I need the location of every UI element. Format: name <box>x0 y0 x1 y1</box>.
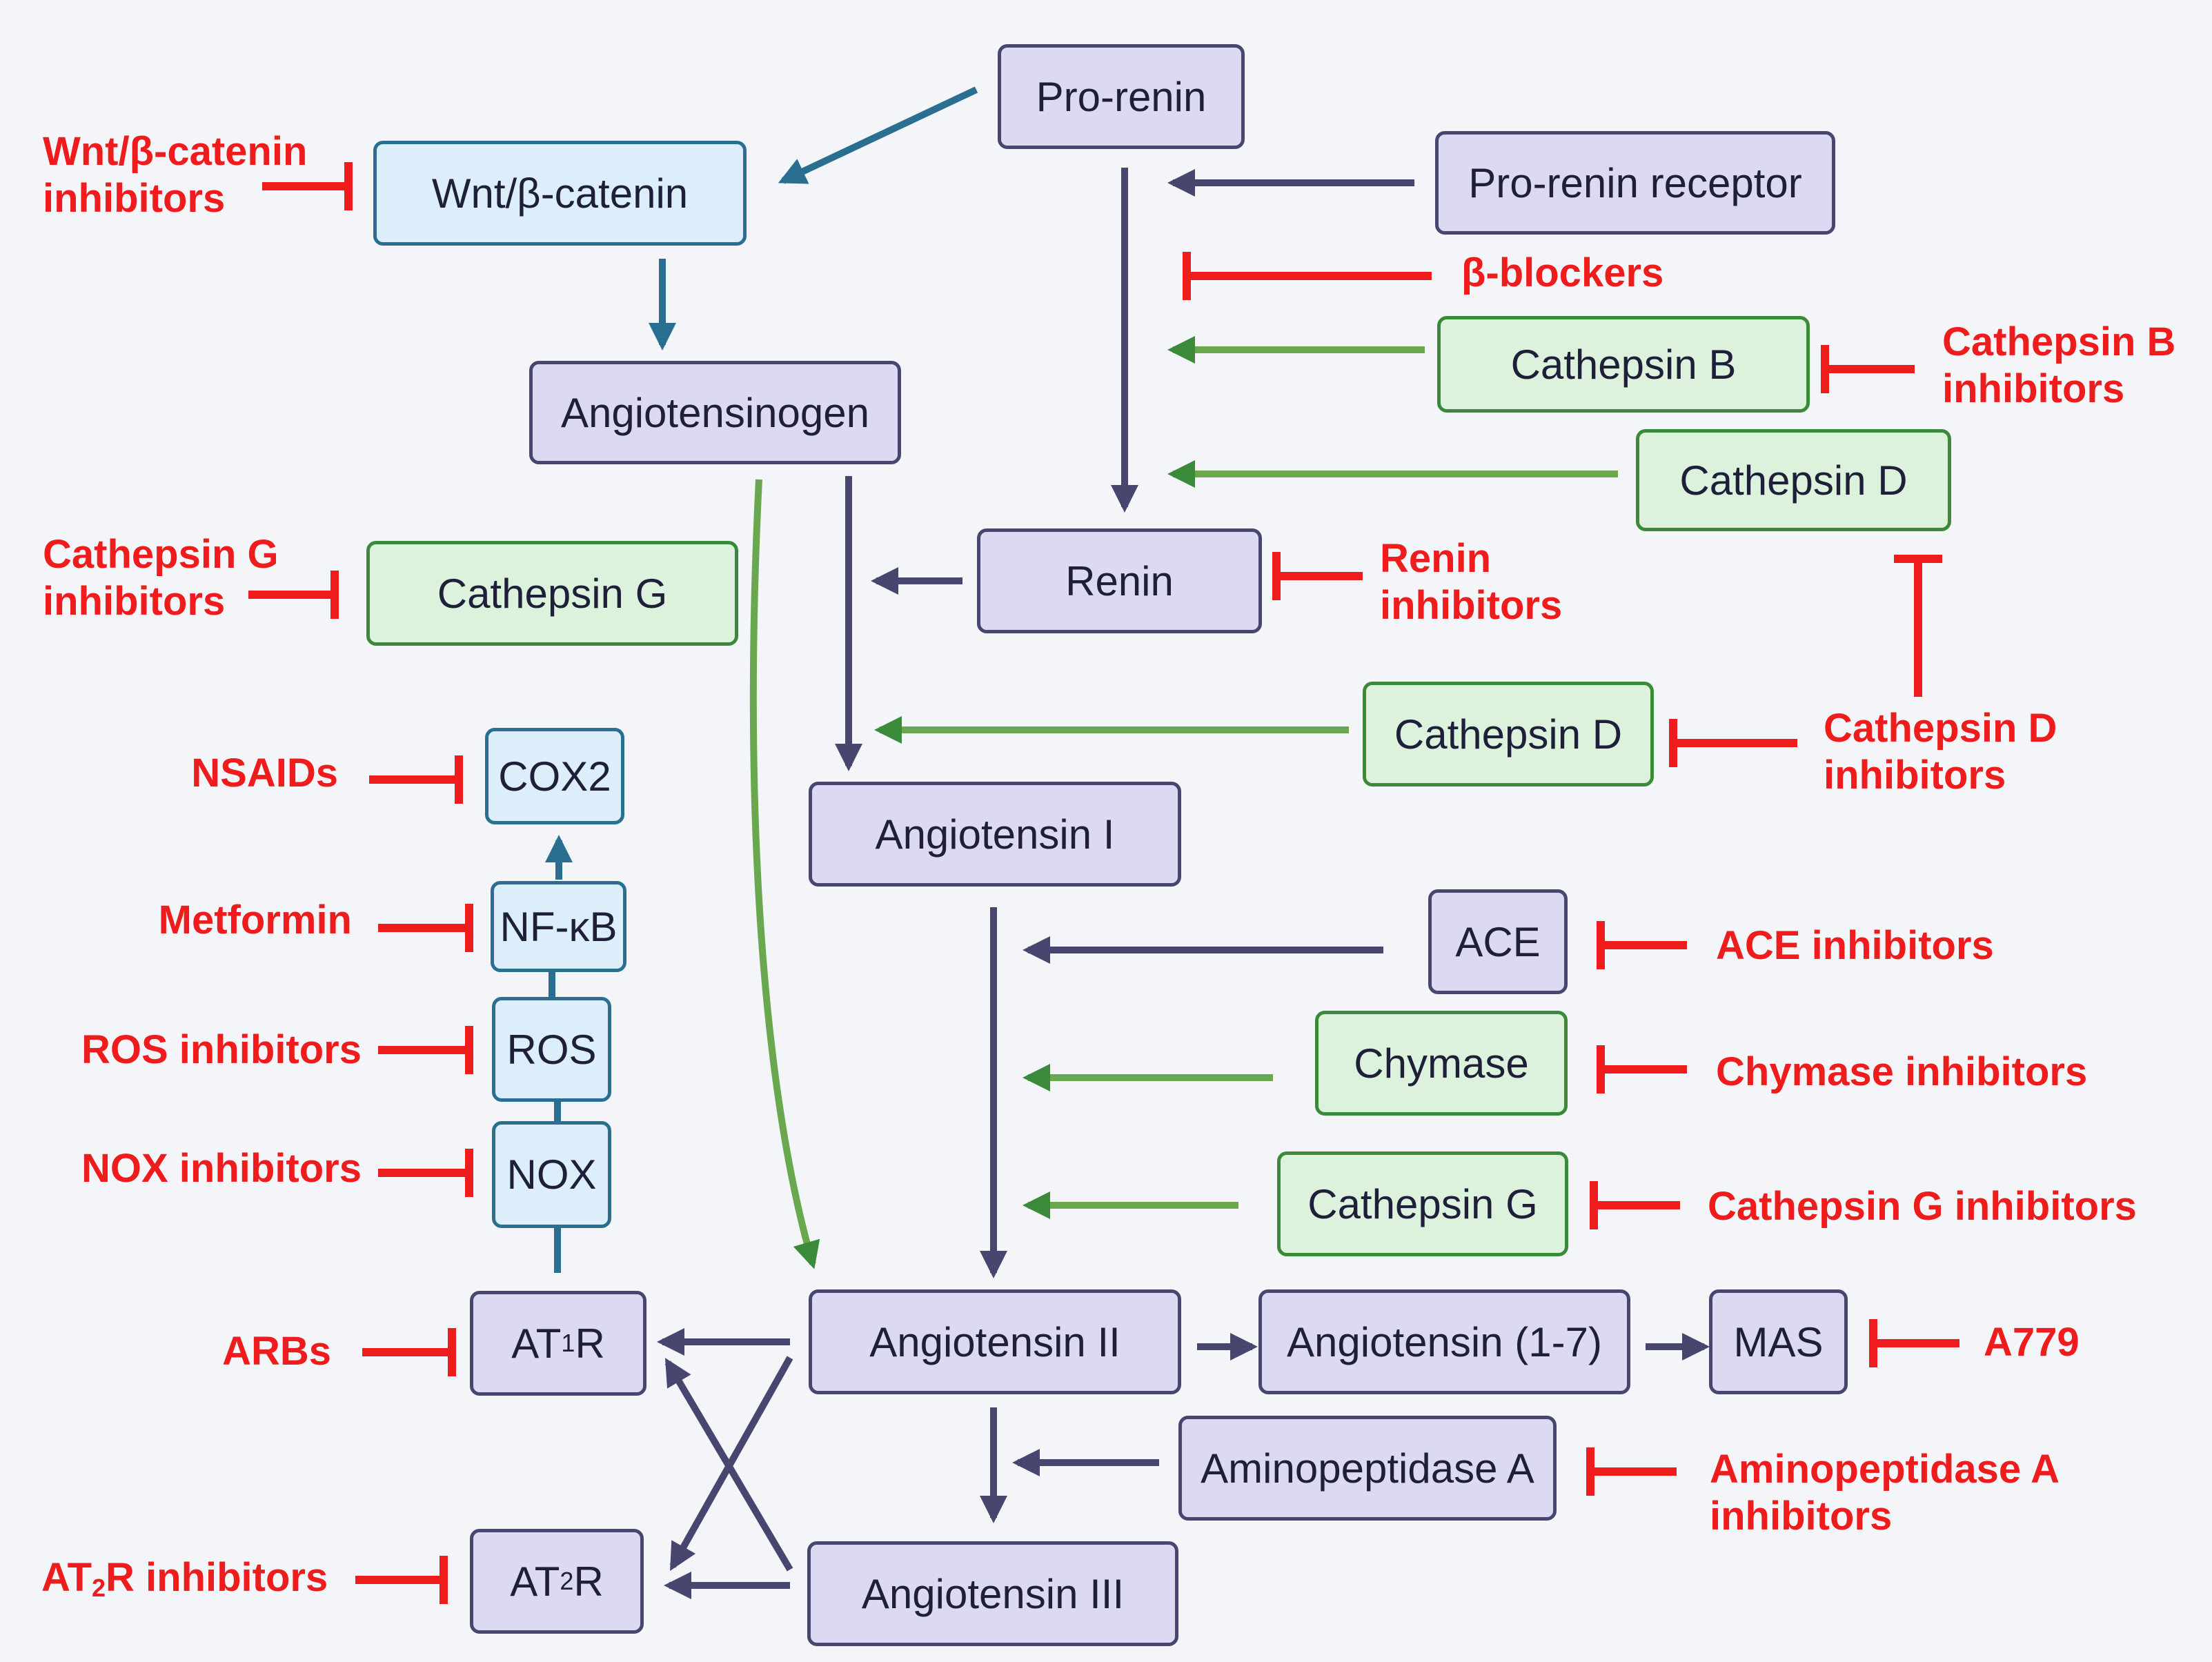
inhibit-renin <box>1272 552 1363 600</box>
at2r-suffix: R <box>573 1558 604 1605</box>
node-angiotensin-ii: Angiotensin II <box>809 1289 1181 1394</box>
node-angiotensin-iii: Angiotensin III <box>807 1541 1178 1646</box>
inhibit-ros <box>378 1026 473 1074</box>
node-cathepsin-g-left: Cathepsin G <box>366 541 738 646</box>
node-angiotensinogen: Angiotensinogen <box>529 361 901 464</box>
label-a779: A779 <box>1984 1320 2080 1365</box>
node-renin: Renin <box>977 528 1262 633</box>
node-cathepsin-g-right: Cathepsin G <box>1277 1151 1568 1256</box>
node-cox2: COX2 <box>485 728 624 824</box>
arrow-angiotensin-ii-to-at2r <box>669 1356 793 1571</box>
node-ace: ACE <box>1428 889 1568 994</box>
arrow-angiotensin-iii-to-at1r <box>664 1358 793 1572</box>
label-nsaids: NSAIDs <box>191 751 338 795</box>
node-angiotensin-i: Angiotensin I <box>809 782 1181 887</box>
label-at2r-inhibitors: AT2R inhibitors <box>41 1555 328 1602</box>
node-nox: NOX <box>492 1121 611 1228</box>
inhibit-cathepsin-g-right <box>1590 1181 1680 1229</box>
node-wnt-beta-catenin: Wnt/β-catenin <box>373 141 747 246</box>
node-ros: ROS <box>492 997 611 1102</box>
node-cathepsin-d-top: Cathepsin D <box>1636 429 1951 531</box>
label-cathepsin-g-right-inhibitors: Cathepsin G inhibitors <box>1708 1184 2137 1229</box>
inhibit-a779 <box>1869 1319 1959 1367</box>
label-ace-inhibitors: ACE inhibitors <box>1716 923 1994 968</box>
inhibit-cathepsin-b <box>1821 345 1915 393</box>
label-metformin: Metformin <box>158 898 352 942</box>
arrow-cathepsin-g-angiotensinogen-to-angiotensin-ii <box>749 479 820 1269</box>
inhibit-chymase <box>1597 1045 1687 1094</box>
inhibit-cathepsin-g-left <box>248 571 339 619</box>
node-pro-renin: Pro-renin <box>998 44 1245 149</box>
label-arbs: ARBs <box>222 1329 331 1374</box>
arrow-pro-renin-to-wnt <box>778 86 978 184</box>
inhibit-nsaids <box>369 755 463 804</box>
node-aminopeptidase-a: Aminopeptidase A <box>1178 1416 1557 1521</box>
at1r-prefix: AT <box>511 1320 562 1367</box>
inhibit-arbs <box>362 1328 456 1376</box>
inhibit-cathepsin-d-top <box>1894 555 1942 697</box>
inhibition-markers <box>248 162 1959 1604</box>
inhibit-wnt <box>262 162 353 210</box>
inhibit-aminopeptidase-a <box>1586 1447 1677 1496</box>
alternative-enzyme-arrows <box>749 336 1618 1269</box>
inhibit-ace <box>1597 921 1687 969</box>
at2r-prefix: AT <box>510 1558 560 1605</box>
inhibit-at2r <box>355 1556 448 1604</box>
at1r-subscript: 1 <box>561 1329 575 1357</box>
node-pro-renin-receptor: Pro-renin receptor <box>1435 131 1835 235</box>
label-beta-blockers: β-blockers <box>1461 250 1664 295</box>
inhibit-beta-blockers <box>1183 252 1432 300</box>
node-mas: MAS <box>1709 1289 1848 1394</box>
inhibit-metformin <box>378 904 473 952</box>
label-ros-inhibitors: ROS inhibitors <box>81 1027 362 1072</box>
wnt-branch-arrows <box>545 86 978 1273</box>
at2r-subscript: 2 <box>560 1567 574 1595</box>
inhibit-nox <box>378 1149 473 1197</box>
node-cathepsin-d-mid: Cathepsin D <box>1363 682 1654 787</box>
label-nox-inhibitors: NOX inhibitors <box>81 1146 362 1191</box>
label-chymase-inhibitors: Chymase inhibitors <box>1716 1049 2088 1094</box>
inhibit-cathepsin-d-mid <box>1669 719 1797 767</box>
node-angiotensin-1-7: Angiotensin (1-7) <box>1258 1289 1630 1394</box>
node-cathepsin-b: Cathepsin B <box>1437 316 1810 413</box>
node-chymase: Chymase <box>1315 1011 1568 1116</box>
at1r-suffix: R <box>575 1320 605 1367</box>
node-nf-kb: NF-κB <box>491 881 626 972</box>
main-cascade-arrows <box>657 168 1710 1599</box>
